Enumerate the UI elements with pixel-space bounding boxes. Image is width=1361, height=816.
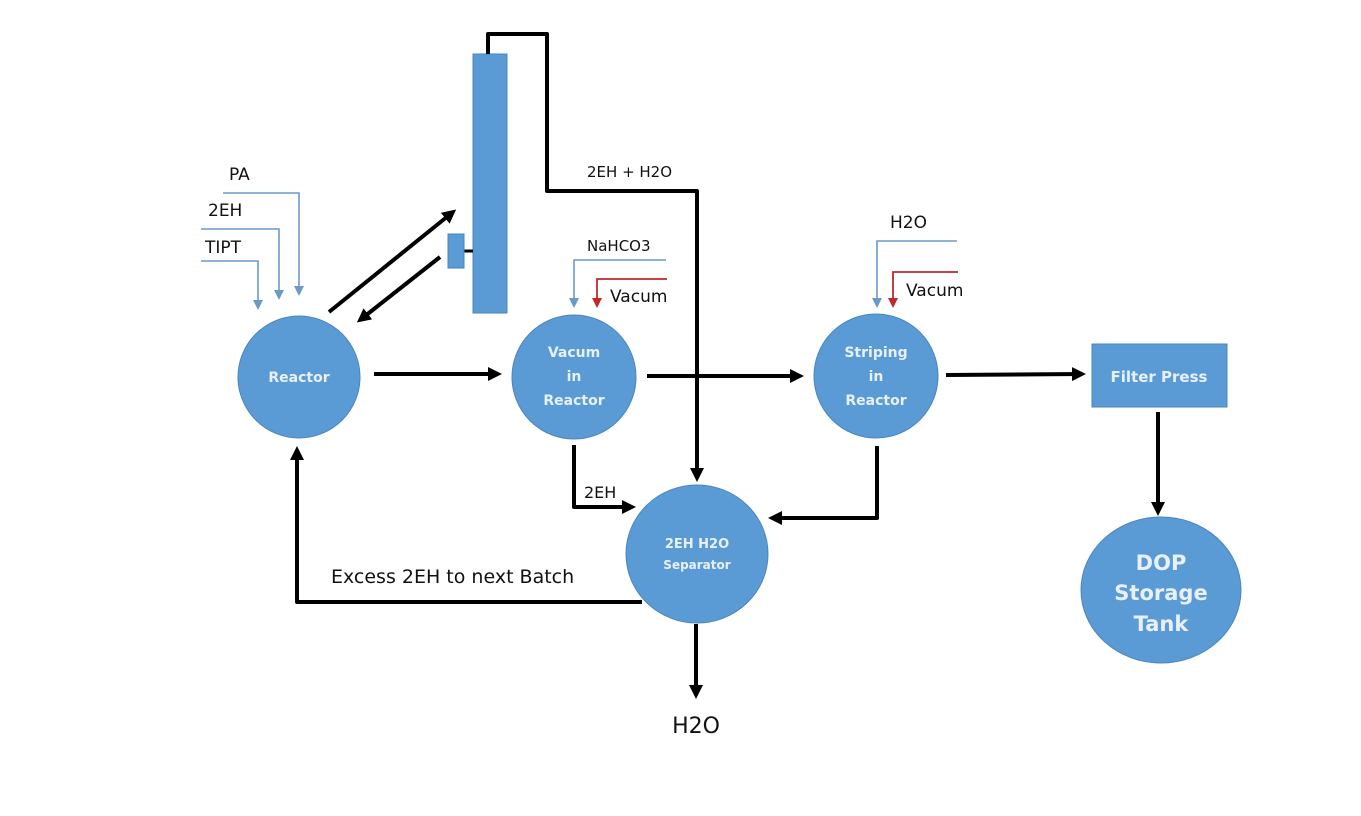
- overhead-line: [486, 32, 704, 482]
- overhead-label: 2EH + H2O: [587, 163, 672, 181]
- tank-line-3: Tank: [1134, 612, 1190, 636]
- water-out-label: H2O: [672, 714, 720, 739]
- 2eh-stream-label: 2EH: [584, 483, 616, 502]
- recycle-line: [290, 446, 642, 604]
- filter-press-node[interactable]: Filter Press: [1091, 343, 1228, 408]
- storage-tank-node[interactable]: DOP Storage Tank: [1080, 516, 1242, 664]
- nahco3-label: NaHCO3: [587, 237, 651, 255]
- reactor-label: Reactor: [268, 370, 329, 386]
- vacuum-label-2: Vacum: [906, 281, 963, 301]
- filter-press-label: Filter Press: [1111, 368, 1208, 386]
- vacuum-label-1: Vacum: [610, 287, 667, 307]
- reactor-node[interactable]: Reactor: [237, 315, 361, 439]
- tank-line-1: DOP: [1136, 551, 1187, 575]
- vacuum-reactor-node[interactable]: Vacum in Reactor: [511, 314, 637, 440]
- separator-line-1: 2EH H2O: [665, 537, 729, 552]
- h2o-feed-line: [872, 240, 957, 308]
- separator-node[interactable]: 2EH H2O Separator: [625, 484, 769, 624]
- vacuum-node-line-2: in: [567, 369, 582, 385]
- striping-reactor-node[interactable]: Striping in Reactor: [813, 313, 939, 439]
- striping-to-filter-arrow: [945, 367, 1086, 382]
- vacuum-line-2: [888, 271, 958, 308]
- column-to-reactor-arrow: [356, 255, 442, 323]
- 2eh-feed-line: [201, 228, 284, 300]
- vacuum-node-line-3: Reactor: [543, 393, 604, 409]
- distillation-column[interactable]: [472, 53, 508, 314]
- recycle-label: Excess 2EH to next Batch: [331, 566, 574, 588]
- striping-node-line-1: Striping: [844, 345, 907, 361]
- 2eh-to-separator-line: [572, 445, 636, 514]
- feed-lines-reactor: [201, 192, 304, 310]
- tipt-feed-line: [201, 260, 263, 310]
- vacuum-line-1: [592, 278, 667, 308]
- 2eh-feed-label: 2EH: [208, 201, 242, 221]
- column-side-vessel[interactable]: [447, 233, 465, 269]
- pa-feed-line: [223, 192, 304, 296]
- pa-label: PA: [229, 165, 250, 185]
- tank-line-2: Storage: [1114, 581, 1207, 605]
- striping-to-separator-line: [768, 446, 879, 525]
- tipt-label: TIPT: [204, 238, 242, 258]
- vacuum-node-line-1: Vacum: [548, 345, 600, 361]
- reactor-to-column-arrow: [327, 209, 457, 314]
- striping-node-line-2: in: [869, 369, 884, 385]
- nahco3-feed-line: [569, 259, 666, 308]
- separator-line-2: Separator: [663, 558, 730, 572]
- striping-node-line-3: Reactor: [845, 393, 906, 409]
- h2o-feed-label: H2O: [890, 213, 927, 233]
